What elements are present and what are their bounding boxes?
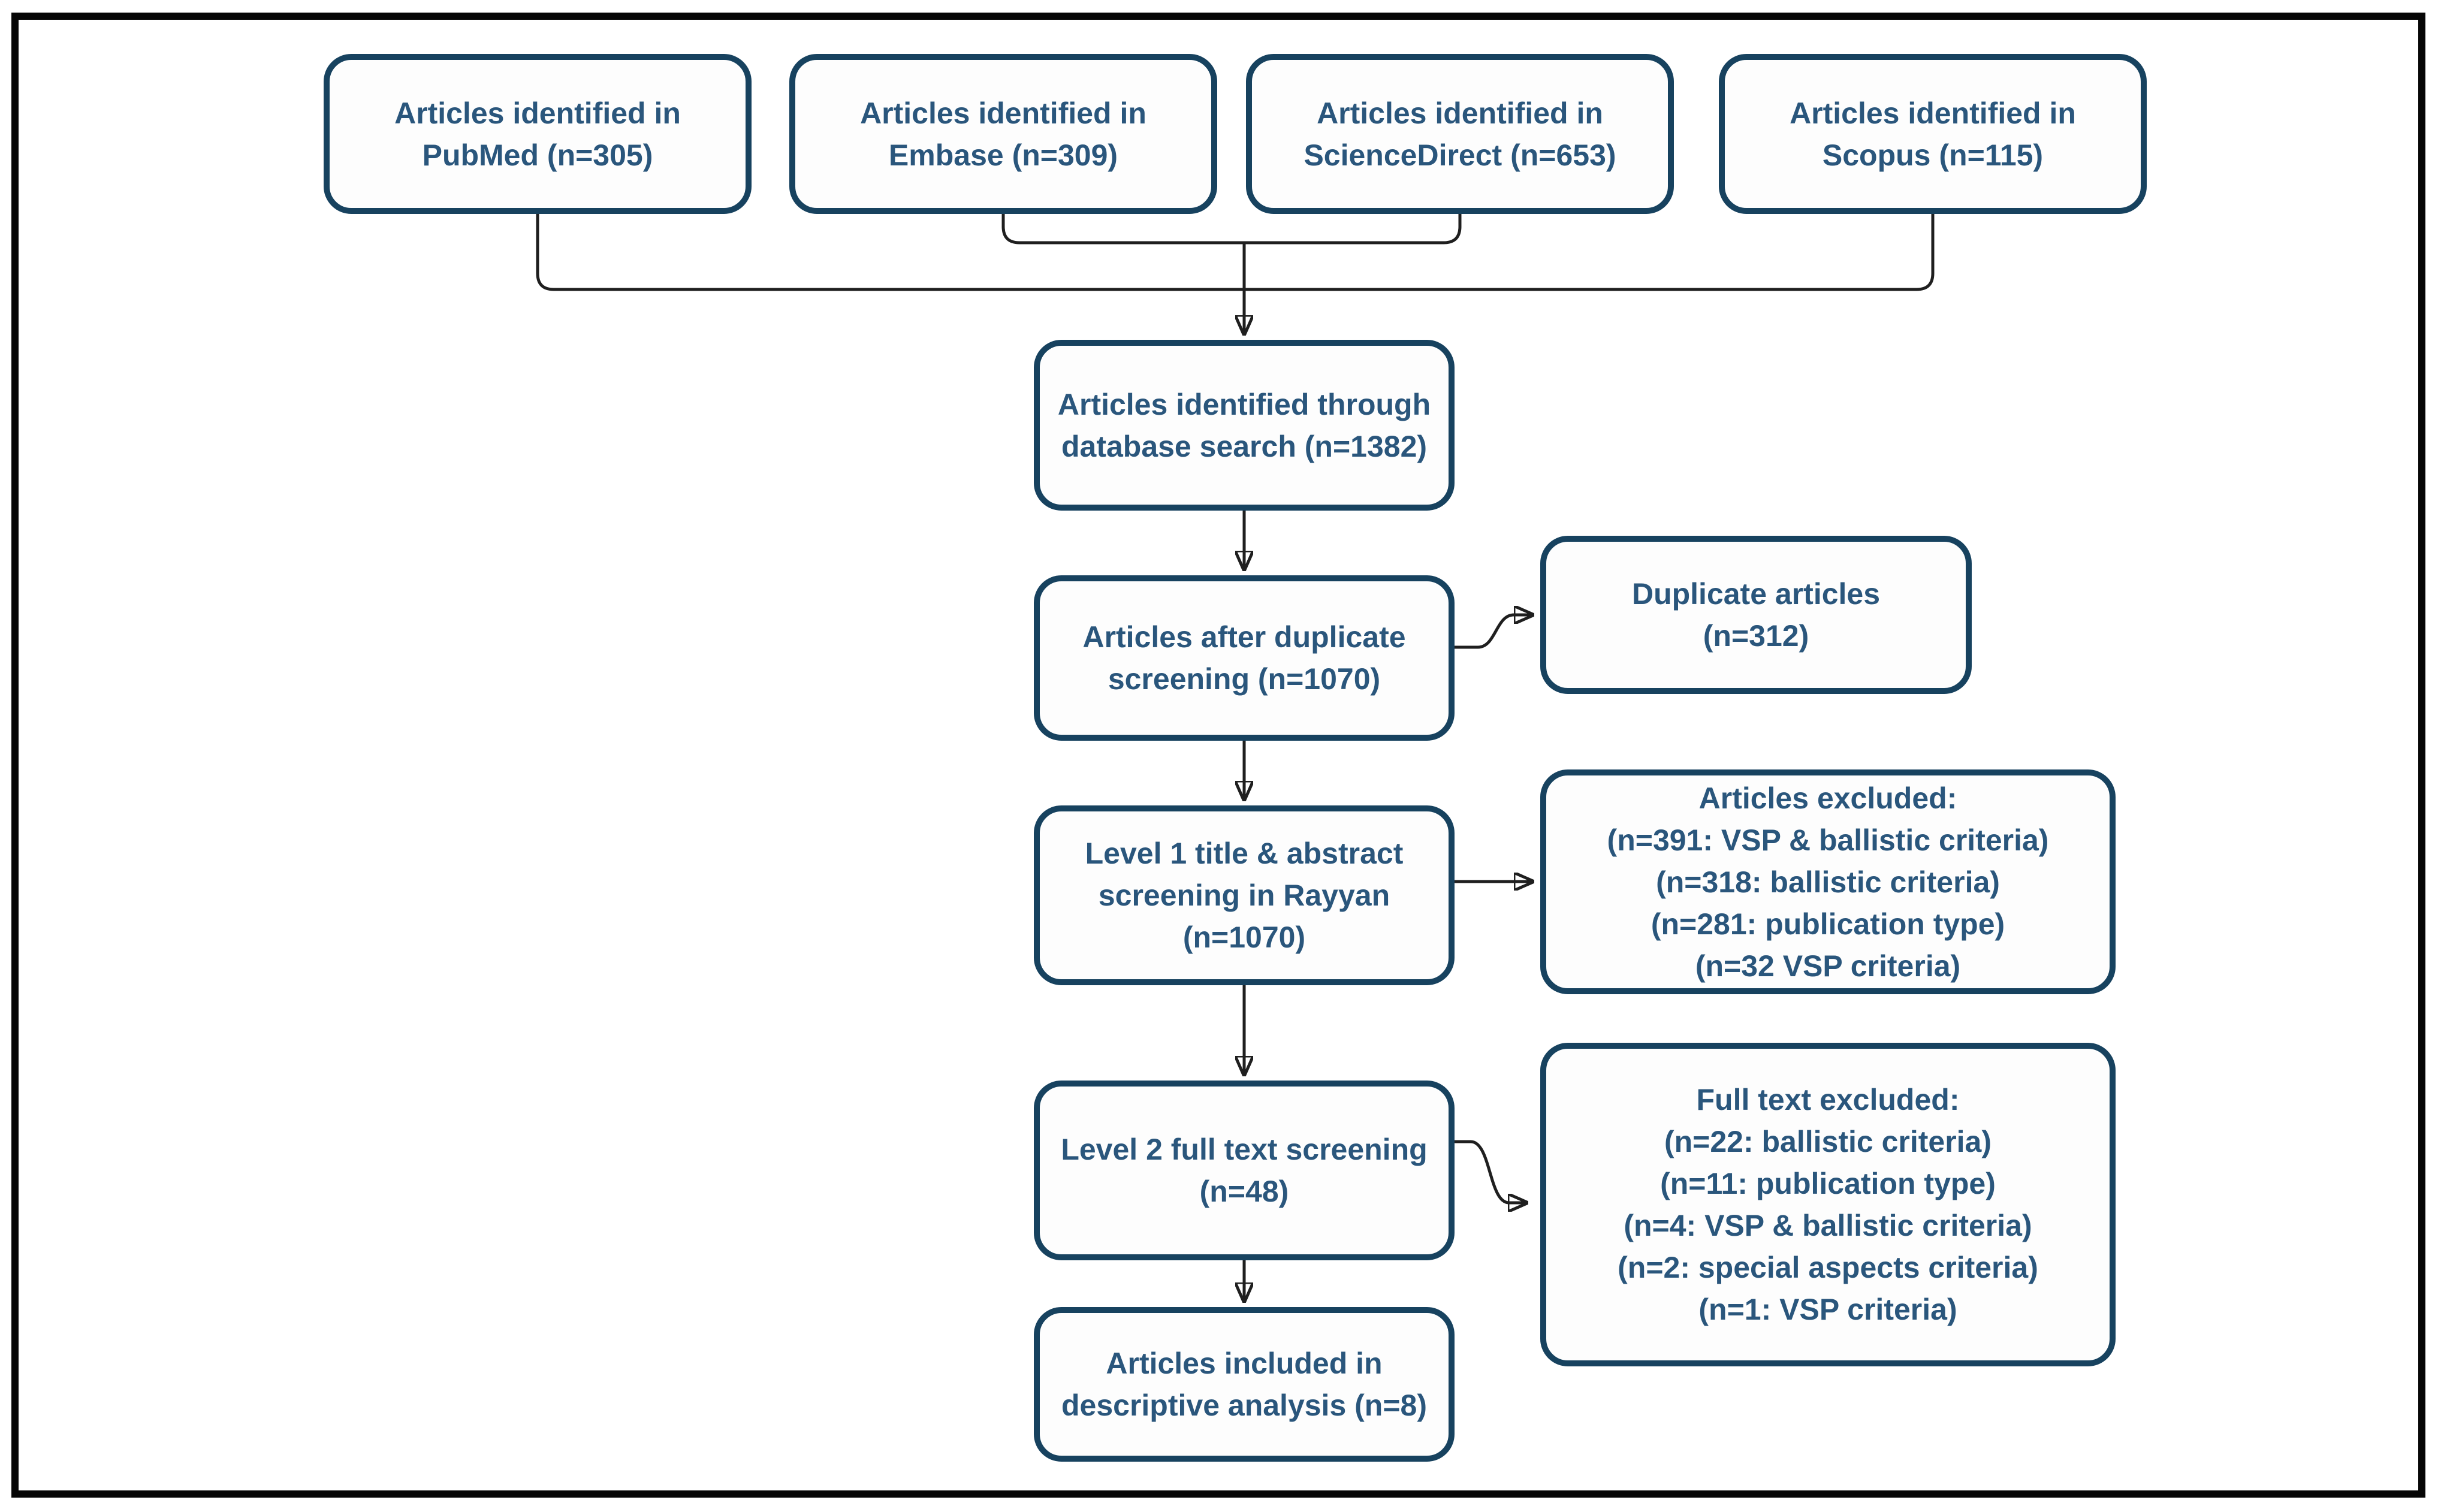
node-duplicates-removed: Duplicate articles (n=312): [1540, 536, 1972, 694]
node-scopus-label: Articles identified in Scopus (n=115): [1790, 96, 2076, 172]
node-database-search: Articles identified through database sea…: [1034, 340, 1455, 511]
node-embase-label: Articles identified in Embase (n=309): [860, 96, 1146, 172]
node-level1-excluded: Articles excluded: (n=391: VSP & ballist…: [1540, 769, 2116, 994]
node-sciencedirect: Articles identified in ScienceDirect (n=…: [1246, 54, 1674, 214]
node-level2-excluded: Full text excluded: (n=22: ballistic cri…: [1540, 1043, 2116, 1366]
node-sciencedirect-label: Articles identified in ScienceDirect (n=…: [1304, 96, 1616, 172]
connector-embase-merge: [1001, 214, 1244, 245]
node-database-search-label: Articles identified through database sea…: [1057, 387, 1431, 463]
node-pubmed-label: Articles identified in PubMed (n=305): [394, 96, 681, 172]
node-level2-screening-label: Level 2 full text screening (n=48): [1061, 1133, 1428, 1208]
connector-sciencedirect-merge: [1244, 214, 1462, 245]
node-duplicates-removed-label: Duplicate articles (n=312): [1631, 577, 1881, 653]
node-duplicate-screening-label: Articles after duplicate screening (n=10…: [1082, 620, 1406, 696]
figure-border-frame: [11, 13, 2425, 1498]
node-level2-screening: Level 2 full text screening (n=48): [1034, 1081, 1455, 1260]
node-level2-excluded-label: Full text excluded: (n=22: ballistic cri…: [1618, 1083, 2038, 1326]
node-included-label: Articles included in descriptive analysi…: [1061, 1347, 1427, 1422]
node-scopus: Articles identified in Scopus (n=115): [1719, 54, 2147, 214]
node-level1-screening-label: Level 1 title & abstract screening in Ra…: [1085, 837, 1404, 954]
connector-pubmed-merge: [536, 214, 1244, 291]
node-duplicate-screening: Articles after duplicate screening (n=10…: [1034, 575, 1455, 741]
node-pubmed: Articles identified in PubMed (n=305): [324, 54, 752, 214]
connector-level2-to-full-text-excluded: [1455, 1140, 1526, 1203]
node-level1-screening: Level 1 title & abstract screening in Ra…: [1034, 805, 1455, 985]
connector-duplicate-screening-to-duplicates: [1455, 615, 1532, 649]
connector-scopus-merge: [1244, 214, 1935, 291]
node-level1-excluded-label: Articles excluded: (n=391: VSP & ballist…: [1607, 781, 2049, 983]
node-embase: Articles identified in Embase (n=309): [789, 54, 1217, 214]
node-included: Articles included in descriptive analysi…: [1034, 1307, 1455, 1462]
